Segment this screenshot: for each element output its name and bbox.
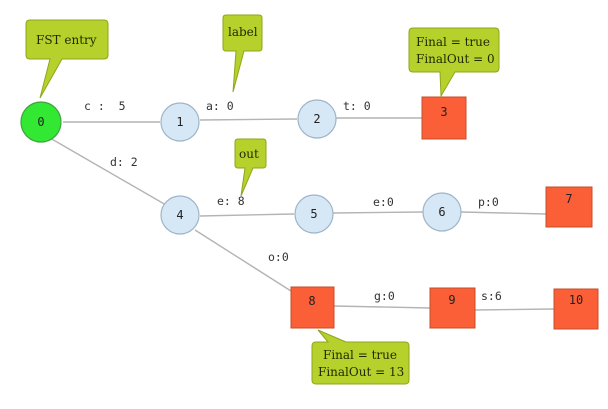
state-node-5-label: 5: [310, 207, 317, 221]
final-node-7: [545, 186, 593, 228]
state-node-4: [160, 195, 200, 235]
callout-final-top-line2: FinalOut = 0: [416, 52, 495, 66]
callout-final-top: Final = true FinalOut = 0: [408, 27, 500, 98]
final-node-3: [421, 96, 467, 140]
callout-out-text: out: [239, 147, 259, 161]
callout-label-shape: [222, 14, 263, 93]
state-node-6: [422, 192, 462, 232]
edge-label-0-4: d: 2: [110, 155, 138, 169]
edge-0-4: [49, 137, 167, 206]
edge-label-4-5: e: 8: [217, 194, 245, 208]
callout-final-bottom: Final = true FinalOut = 13: [311, 329, 410, 385]
callouts: FST entry label out Final = true FinalOu…: [25, 14, 500, 385]
callout-final-top-line1: Final = true: [416, 35, 490, 49]
edge-label-1-2: a: 0: [206, 99, 234, 113]
state-node-1-label: 1: [176, 115, 183, 129]
edge-1-2: [199, 118, 298, 121]
state-node-1: [160, 102, 200, 142]
state-node-2-label: 2: [313, 112, 320, 126]
callout-out-shape: [234, 138, 267, 197]
state-node-6-label: 6: [438, 205, 445, 219]
state-node-9-label: 9: [448, 293, 455, 307]
callout-label-text: label: [228, 25, 258, 39]
final-node-3-label: 3: [440, 105, 447, 119]
edge-label-2-3: t: 0: [343, 99, 371, 113]
final-node-8: [290, 286, 335, 329]
state-node-2: [297, 99, 337, 139]
state-node-5: [294, 194, 334, 234]
edge-6-7: [460, 211, 547, 215]
callout-final-bottom-shape: [311, 329, 410, 385]
final-node-10: [553, 288, 599, 330]
callout-final-top-shape: [408, 27, 500, 98]
final-node-8-label: 8: [308, 294, 315, 308]
edge-label-6-7: p:0: [478, 195, 499, 209]
state-node-9: [429, 287, 476, 329]
callout-fst-entry-text: FST entry: [36, 33, 97, 47]
state-node-0-label: 0: [37, 115, 44, 129]
final-node-7-label: 7: [565, 192, 572, 206]
edge-label-5-6: e:0: [373, 195, 394, 209]
callout-fst-entry: FST entry: [25, 19, 109, 99]
callout-label: label: [222, 14, 263, 93]
state-node-4-label: 4: [176, 208, 183, 222]
callout-final-bottom-line2: FinalOut = 13: [318, 365, 404, 379]
final-node-10-label: 10: [569, 293, 583, 307]
edge-label-8-9: g:0: [374, 289, 395, 303]
callout-final-bottom-line1: Final = true: [323, 348, 397, 362]
edge-4-5: [199, 213, 295, 217]
edge-label-4-8: o:0: [268, 250, 289, 264]
edges: [49, 117, 555, 311]
edge-label-0-1: c : 5: [84, 99, 126, 113]
edge-labels: c : 5 a: 0 t: 0 d: 2 e: 8 e:0 p:0 o:0 g:…: [84, 99, 502, 303]
callout-fst-entry-shape: [25, 19, 109, 99]
nodes: 0 1 2 3 4 5 6 7 8 9 10: [20, 96, 599, 330]
edge-5-6: [332, 211, 424, 214]
state-node-0: [20, 101, 62, 143]
edge-8-9: [333, 305, 431, 309]
edge-4-8: [194, 229, 292, 292]
callout-out: out: [234, 138, 267, 197]
edge-9-10: [474, 308, 555, 311]
edge-label-9-10: s:6: [481, 289, 502, 303]
